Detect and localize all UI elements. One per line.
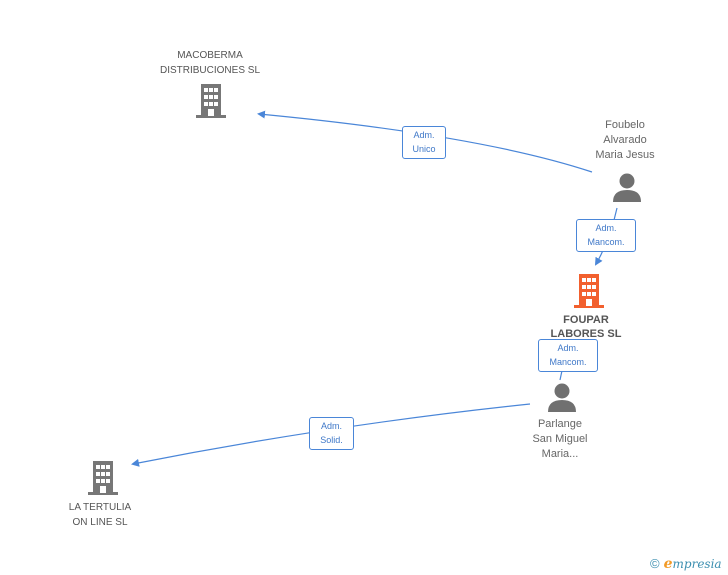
badge-line: Adm. <box>595 223 617 233</box>
building-icon-focus[interactable] <box>574 274 604 308</box>
node-label-line: Foubelo <box>605 119 645 131</box>
node-label-line: LABORES SL <box>550 328 622 340</box>
empresia-logo[interactable]: empresia <box>663 556 722 572</box>
footer-brand: ©empresia <box>650 556 722 572</box>
node-label-line: ON LINE SL <box>72 517 128 528</box>
edge-badge-adm-solid[interactable]: Adm. Solid. <box>309 417 354 450</box>
edge-badge-adm-mancom-foubelo[interactable]: Adm. Mancom. <box>576 219 636 252</box>
node-label-line: MACOBERMA <box>177 50 243 61</box>
brand-initial: e <box>663 556 673 572</box>
brand-rest: mpresia <box>672 557 722 571</box>
building-icon[interactable] <box>196 84 226 118</box>
badge-line: Solid. <box>320 435 343 445</box>
node-label-line: Maria... <box>541 448 579 460</box>
edge-foubelo-macoberma <box>257 110 593 173</box>
badge-line: Unico <box>412 144 436 154</box>
person-icon[interactable] <box>613 173 641 202</box>
badge-line: Adm. <box>320 421 342 431</box>
node-label-foupar[interactable]: FOUPAR LABORES SL <box>536 313 636 341</box>
node-label-line: Parlange <box>537 418 583 430</box>
person-icon[interactable] <box>548 383 576 412</box>
badge-line: Mancom. <box>587 237 625 247</box>
node-label-line: San Miguel <box>532 433 588 445</box>
node-label-tertulia[interactable]: LA TERTULIA ON LINE SL <box>50 500 150 530</box>
node-label-parlange[interactable]: Parlange San Miguel Maria... <box>510 417 610 462</box>
badge-line: Adm. <box>413 130 435 140</box>
node-label-line: DISTRIBUCIONES SL <box>159 65 261 76</box>
edge-badge-adm-mancom-parlange[interactable]: Adm. Mancom. <box>538 339 598 372</box>
node-label-line: LA TERTULIA <box>68 502 132 513</box>
node-label-line: Alvarado <box>603 134 647 146</box>
building-icon[interactable] <box>88 461 118 495</box>
badge-line: Adm. <box>557 343 579 353</box>
edge-badge-adm-unico[interactable]: Adm. Unico <box>402 126 446 159</box>
node-label-foubelo[interactable]: Foubelo Alvarado Maria Jesus <box>575 118 675 163</box>
copyright-symbol: © <box>650 556 660 571</box>
node-label-line: FOUPAR <box>563 314 609 326</box>
badge-line: Mancom. <box>549 357 587 367</box>
node-label-line: Maria Jesus <box>595 149 655 161</box>
node-label-macoberma[interactable]: MACOBERMA DISTRIBUCIONES SL <box>140 48 280 78</box>
